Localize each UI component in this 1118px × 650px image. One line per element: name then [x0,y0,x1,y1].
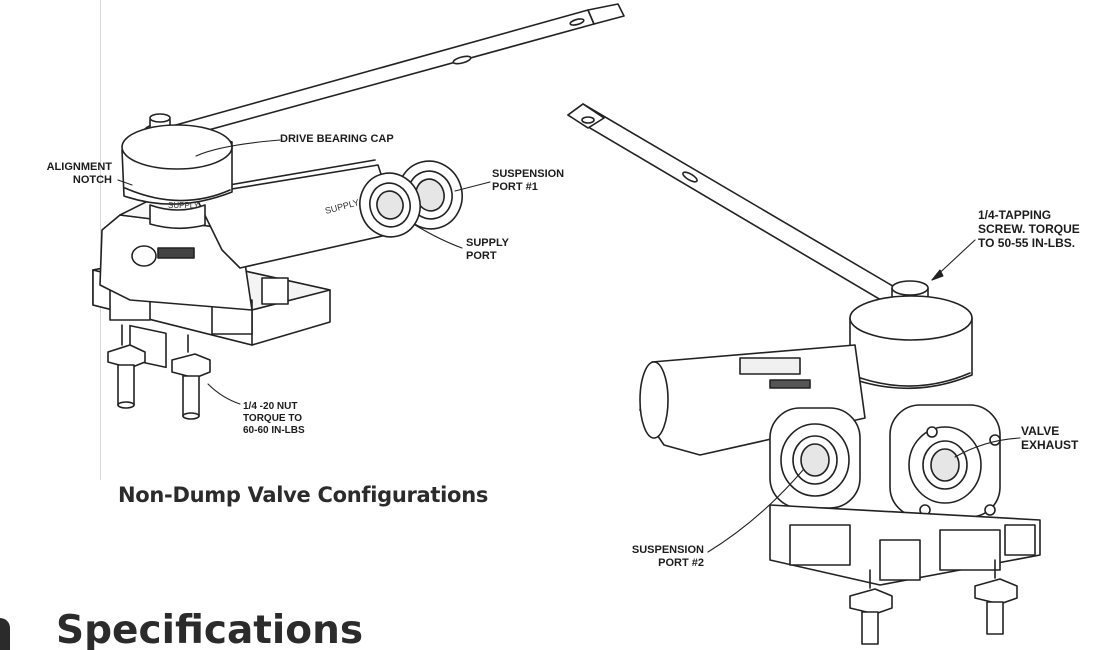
right-suspension-port-2 [769,407,861,509]
left-valve-drawing: SUPPLY SUPPLY [92,3,625,420]
left-supply-port [359,172,421,238]
label-drive-bearing-cap: DRIVE BEARING CAP [280,133,394,145]
left-supply-cylinder [194,164,401,269]
right-leader-lines [707,239,1021,553]
label-tapping-screw: 1/4-TAPPING SCREW. TORQUE TO 50-55 IN-LB… [978,208,1080,250]
label-suspension-port-1: SUSPENSION PORT #1 [492,168,565,193]
section-marker [0,618,10,650]
label-supply-port: SUPPLY PORT [466,237,510,262]
right-lever-arm [567,103,921,317]
figure-caption: Non-Dump Valve Configurations [118,483,489,507]
svg-text:SUPPLY: SUPPLY [168,201,200,210]
right-mounting-bolts [849,559,1018,645]
page-margin-line [100,0,101,480]
left-mounting-bolts [107,324,211,420]
right-valve-drawing [567,103,1041,645]
right-valve-exhaust [889,404,1001,518]
label-alignment-notch: ALIGNMENT NOTCH [46,161,112,186]
label-nut-torque: 1/4 -20 NUT TORQUE TO 60-60 IN-LBS [243,401,305,436]
left-leader-lines [117,139,491,405]
left-lever-arm [164,9,595,141]
section-heading: Specifications [56,608,364,650]
label-suspension-port-2: SUSPENSION PORT #2 [631,544,704,569]
label-valve-exhaust: VALVE EXHAUST [1021,424,1079,452]
